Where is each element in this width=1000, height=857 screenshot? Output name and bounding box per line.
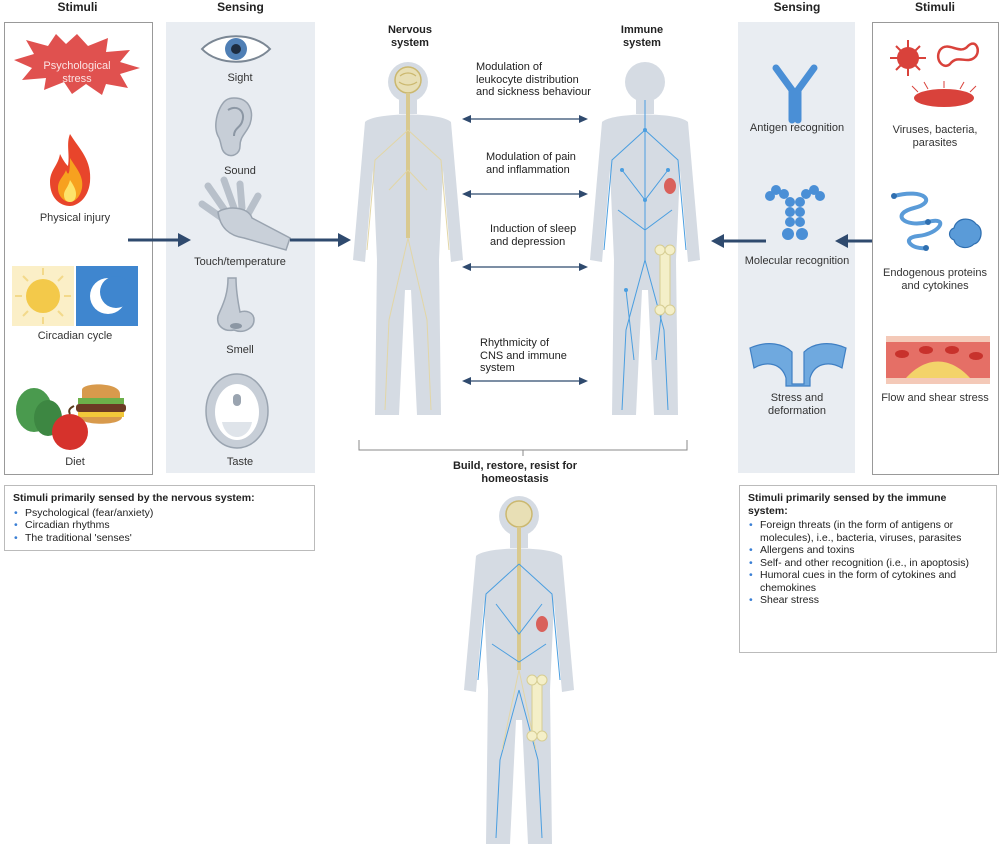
- sense-antigen-label: Antigen recognition: [749, 122, 845, 134]
- header-immune-system: Immune system: [620, 24, 664, 49]
- homeostasis-bracket: [358, 440, 688, 456]
- stimulus-diet-label: Diet: [65, 456, 85, 468]
- immune-box-item: Shear stress: [749, 594, 988, 607]
- sense-touch-label: Touch/temperature: [194, 256, 286, 268]
- right-stimuli-panel: [872, 22, 999, 475]
- immune-system-figure: [590, 62, 700, 415]
- interaction-leukocyte-label: Modulation of leukocyte distribution and…: [476, 61, 591, 98]
- double-arrow-4: [462, 377, 588, 385]
- interaction-sleep-label: Induction of sleep and depression: [490, 223, 577, 248]
- arrow-stimuli-to-sensing-left: [128, 233, 191, 247]
- stimulus-flow-label: Flow and shear stress: [881, 392, 989, 404]
- ear-icon: [215, 97, 253, 157]
- homeostasis-label: Build, restore, resist for homeostasis: [452, 460, 578, 485]
- sense-sound-label: Sound: [224, 165, 256, 177]
- eye-icon: [200, 35, 272, 63]
- sense-smell-label: Smell: [226, 344, 254, 356]
- blood-vessel-icon: [886, 336, 990, 384]
- double-arrow-3: [462, 263, 588, 271]
- nervous-box-item: Circadian rhythms: [14, 519, 306, 532]
- flame-icon: [50, 134, 91, 206]
- immune-box-item: Foreign threats (in the form of antigens…: [749, 519, 988, 544]
- immune-stimuli-box: Stimuli primarily sensed by the immune s…: [739, 485, 997, 653]
- sense-sight-label: Sight: [227, 72, 253, 84]
- immune-box-item: Humoral cues in the form of cytokines an…: [749, 569, 988, 594]
- sense-taste-label: Taste: [226, 456, 254, 468]
- header-stimuli-left: Stimuli: [57, 0, 98, 14]
- stimulus-circadian-label: Circadian cycle: [37, 330, 113, 342]
- receptor-icon: [765, 185, 825, 240]
- diet-icon: [16, 384, 126, 450]
- deformation-icon: [749, 343, 847, 387]
- protein-icon: [891, 191, 982, 251]
- stimulus-psych-label: Psychological stress: [43, 60, 111, 85]
- immune-box-item: Self- and other recognition (i.e., in ap…: [749, 557, 988, 570]
- header-nervous-system: Nervous system: [387, 24, 433, 49]
- header-sensing-right: Sensing: [773, 0, 821, 14]
- sun-icon: [12, 266, 74, 326]
- nose-icon: [216, 277, 255, 332]
- immune-box-title: Stimuli primarily sensed by the immune s…: [748, 492, 947, 517]
- header-sensing-left: Sensing: [217, 0, 264, 14]
- antibody-icon: [772, 64, 818, 124]
- double-arrow-1: [462, 115, 588, 123]
- hand-icon: [198, 176, 291, 251]
- header-stimuli-right: Stimuli: [914, 0, 955, 14]
- nervous-box-item: Psychological (fear/anxiety): [14, 507, 306, 520]
- nervous-box-title: Stimuli primarily sensed by the nervous …: [13, 492, 255, 504]
- psych-stress-icon: [14, 34, 140, 95]
- nervous-box-item: The traditional 'senses': [14, 532, 306, 545]
- combined-body-figure: [464, 496, 574, 844]
- arrow-sensing-to-nervous: [290, 233, 351, 247]
- stimulus-injury-label: Physical injury: [39, 212, 111, 224]
- interaction-rhythmicity-label: Rhythmicity of CNS and immune system: [480, 337, 567, 374]
- double-arrow-2: [462, 190, 588, 198]
- nervous-system-figure: [353, 62, 463, 415]
- nervous-stimuli-box: Stimuli primarily sensed by the nervous …: [4, 485, 315, 551]
- interaction-pain-label: Modulation of pain and inflammation: [486, 151, 576, 176]
- stimulus-endogenous-label: Endogenous proteins and cytokines: [883, 267, 987, 292]
- arrow-sensing-to-immune: [711, 234, 766, 248]
- sense-molecular-label: Molecular recognition: [744, 255, 850, 267]
- immune-box-item: Allergens and toxins: [749, 544, 988, 557]
- pathogens-icon: [890, 40, 979, 107]
- moon-icon: [76, 266, 138, 326]
- stimulus-viruses-label: Viruses, bacteria, parasites: [892, 124, 978, 149]
- sense-stress-label: Stress and deformation: [767, 392, 827, 417]
- mouth-icon: [205, 373, 269, 449]
